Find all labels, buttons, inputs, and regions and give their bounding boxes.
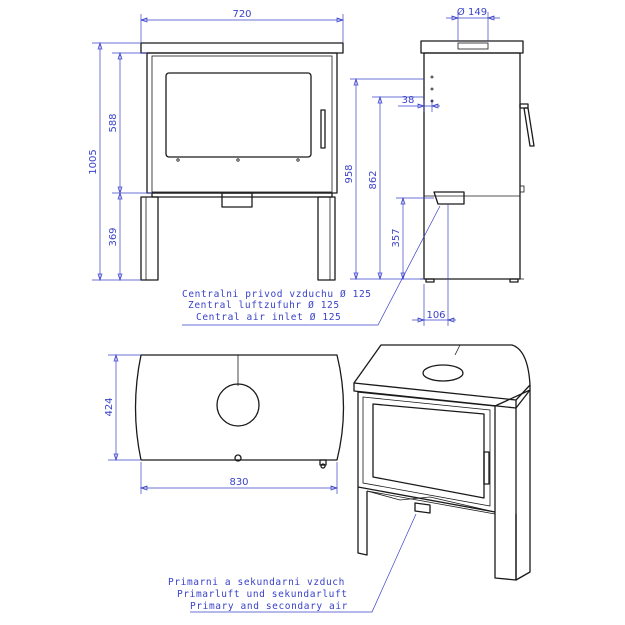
top-handle: [319, 459, 327, 466]
isometric-view: [353, 344, 531, 581]
top-dimensions: 424 830: [104, 353, 339, 494]
side-foot-right: [509, 278, 519, 283]
top-outline: [134, 354, 345, 461]
side-rivets: [430, 75, 434, 103]
dim-inlet-offset-106: 106: [426, 310, 445, 321]
front-door-handle: [320, 109, 326, 149]
dim-total-height-1005: 1005: [88, 149, 99, 174]
front-body: [146, 52, 338, 194]
side-body: [423, 52, 521, 280]
dim-height-862: 862: [368, 170, 379, 189]
iso-door-handle: [483, 451, 490, 485]
iso-air-inlet: [414, 502, 431, 514]
note-primary-air-de: Primarluft und sekundarluft: [177, 589, 348, 600]
front-glass-window: [165, 72, 312, 158]
dim-base-height-369: 369: [108, 227, 119, 246]
side-view: [420, 40, 535, 283]
side-hinge: [519, 185, 525, 193]
top-air-knob: [234, 454, 242, 462]
front-door-frame: [151, 55, 333, 193]
dim-height-958: 958: [344, 164, 355, 183]
iso-leg-left: [357, 487, 368, 556]
front-air-intake: [221, 192, 253, 208]
front-leg-left: [140, 196, 159, 281]
top-flue-outlet: [216, 383, 260, 427]
dim-flue-offset-38: 38: [402, 95, 415, 106]
side-air-inlet-box: [433, 191, 465, 205]
iso-top-plate: [353, 344, 531, 401]
primary-air-note: Primarni a sekundarni vzduch Primarluft …: [168, 513, 417, 613]
front-leg-right: [317, 196, 336, 281]
iso-flue-outlet: [422, 364, 464, 382]
iso-leg-right: [494, 512, 517, 581]
dim-width-720: 720: [232, 9, 251, 20]
note-central-air-de: Zentral luftzufuhr Ø 125: [188, 300, 340, 311]
dim-depth-424: 424: [104, 397, 115, 416]
iso-side-panel: [494, 389, 531, 581]
iso-glass-window: [372, 403, 485, 499]
side-door-handle: [523, 107, 535, 147]
top-view: [134, 354, 345, 469]
front-top-plate: [140, 42, 344, 54]
side-dimensions: Ø 149 38 958 862 357 106: [344, 6, 500, 326]
dim-flue-diameter: Ø 149: [457, 6, 487, 18]
central-air-note: Centralni privod vzduchu Ø 125 Zentral l…: [182, 205, 441, 326]
side-flue-collar: [457, 42, 489, 50]
dim-width-830: 830: [229, 477, 248, 488]
front-door-screws: [176, 158, 300, 162]
side-foot-left: [425, 278, 435, 283]
note-central-air-en: Central air inlet Ø 125: [196, 312, 341, 323]
note-central-air-cz: Centralni privod vzduchu Ø 125: [182, 289, 372, 300]
front-view: [140, 42, 344, 281]
front-dimensions: 720 1005 588 369: [88, 9, 345, 282]
note-primary-air-en: Primary and secondary air: [190, 601, 348, 612]
dim-inlet-height-357: 357: [391, 228, 402, 247]
dim-firebox-height-588: 588: [108, 113, 119, 132]
note-primary-air-cz: Primarni a sekundarni vzduch: [168, 577, 345, 588]
